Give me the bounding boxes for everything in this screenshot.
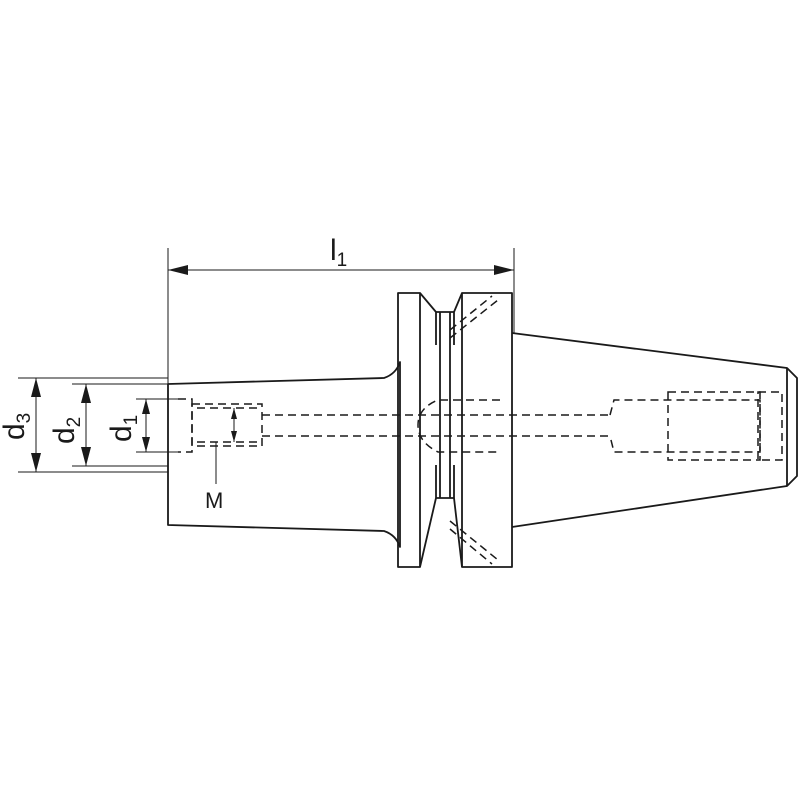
hidden-lines	[178, 295, 783, 565]
thread-arrow-bottom	[231, 431, 237, 442]
thread-hidden	[191, 403, 263, 447]
thread-m-label: M	[205, 488, 223, 513]
dimension-d1: d1	[105, 398, 180, 453]
thread-arrow-top	[231, 408, 237, 419]
rear-bore-end-hidden	[757, 391, 783, 461]
flange-groove-left	[419, 292, 437, 568]
d3-arrow-bottom	[31, 453, 41, 472]
dimension-l1: l1	[167, 234, 515, 386]
d1-label: d1	[105, 415, 142, 442]
l1-arrow-left	[168, 265, 188, 275]
dimension-thread: M	[205, 408, 237, 513]
d1-arrow-bottom	[142, 437, 150, 452]
d3-arrow-top	[31, 378, 41, 397]
l1-label: l1	[330, 234, 347, 271]
cross-bore-hidden	[417, 399, 500, 453]
l1-arrow-right	[494, 265, 514, 275]
d2-arrow-top	[81, 384, 91, 403]
drive-slot-hidden-2	[449, 295, 493, 331]
flange-rear-block	[461, 292, 513, 568]
d3-label: d3	[0, 413, 35, 440]
dimension-d3: d3	[0, 377, 168, 473]
rear-thread-hidden	[667, 391, 761, 461]
d1-arrow-top	[142, 399, 150, 414]
shank-outline	[167, 361, 401, 548]
drive-slot-hidden-3	[449, 520, 499, 561]
dimension-d2: d2	[48, 383, 168, 467]
taper-outline	[511, 332, 798, 528]
d2-arrow-bottom	[81, 447, 91, 466]
drive-slot-hidden-4	[449, 528, 493, 565]
front-bore-hidden	[178, 398, 193, 453]
d2-label: d2	[48, 417, 85, 444]
rear-bore-hidden	[609, 399, 761, 453]
drive-slot-hidden-1	[449, 299, 499, 339]
flange-front-block	[397, 292, 421, 568]
